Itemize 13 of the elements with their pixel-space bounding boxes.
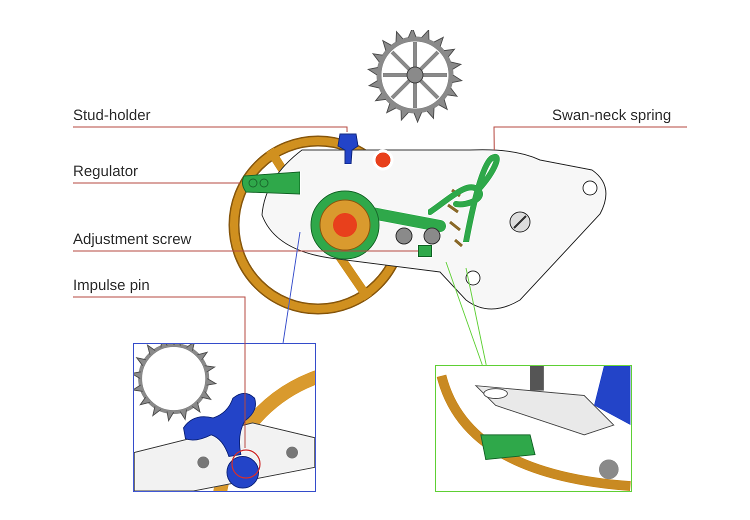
zoom-line <box>282 232 300 344</box>
zoom-line <box>446 262 483 366</box>
leader-line <box>72 296 246 448</box>
part-label: Swan-neck spring <box>552 108 672 126</box>
leader-line <box>72 250 418 252</box>
part-label: Adjustment screw <box>73 232 192 250</box>
part-label: Stud-holder <box>73 108 151 126</box>
part-label: Impulse pin <box>73 278 150 296</box>
leader-line <box>494 126 688 150</box>
leader-line <box>72 126 348 132</box>
part-label: Regulator <box>73 164 138 182</box>
leader-line <box>72 182 240 184</box>
zoom-line <box>466 268 487 366</box>
